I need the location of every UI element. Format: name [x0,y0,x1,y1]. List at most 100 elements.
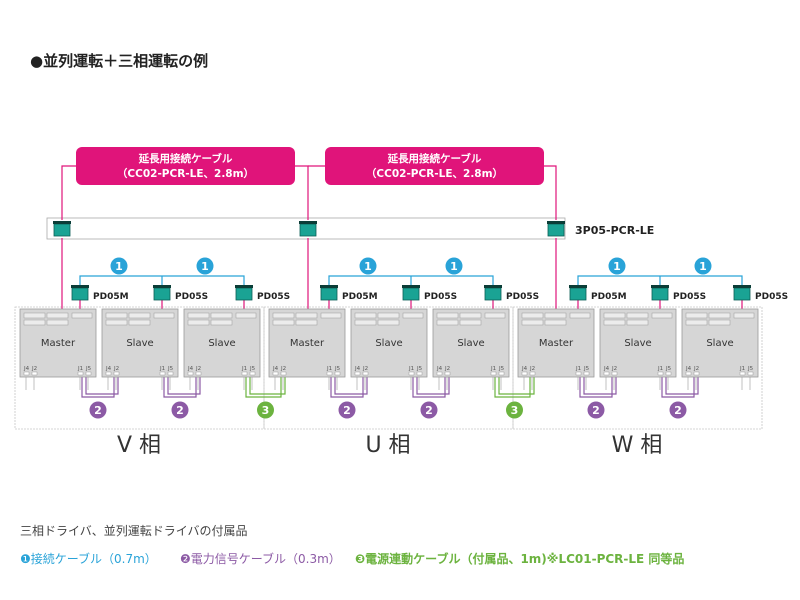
jack [408,371,415,376]
jack-label-j4: J4 [23,366,30,372]
driver-port [603,312,626,319]
jack-label-j2: J2 [693,366,699,372]
connector-cap [569,285,587,288]
ext-cable-box [325,147,544,185]
jack [739,371,746,376]
badge-circle [110,257,128,275]
badge-circle [257,401,274,419]
jack [747,371,754,376]
driver-port [71,312,93,319]
driver-port [128,312,151,319]
jack [23,371,30,376]
ext-cable-line2: （CC02-PCR-LE、2.8m） [117,167,254,180]
driver-port [272,312,295,319]
driver-port [272,319,295,326]
power-signal-cable [330,376,364,398]
driver-port [685,312,708,319]
diagram-title: ●並列運転＋三相運転の例 [30,52,208,70]
jack-label-j4: J4 [272,366,279,372]
driver-role-label: Slave [126,338,153,349]
driver-port [354,319,377,326]
driver-port [377,312,400,319]
connector-cap [651,285,669,288]
badge-circle [89,401,107,419]
module-PD05M: PD05M [71,285,129,302]
jack [665,371,672,376]
driver-role-label: Master [290,338,325,349]
badge-circle [196,257,214,275]
badge-number: 1 [364,260,372,273]
jack [521,371,528,376]
jack [77,371,84,376]
ext-cable-wire [544,165,557,220]
connector-body [71,287,89,301]
ext-cable-2: 延長用接続ケーブル （CC02-PCR-LE、2.8m） [325,147,544,185]
ext-cable-line2: （CC02-PCR-LE、2.8m） [366,167,503,180]
driver-port [153,312,175,319]
jack-label-j5: J5 [583,366,590,372]
connector-body [484,287,502,301]
badge-circle [445,257,463,275]
ext-cable-1: 延長用接続ケーブル （CC02-PCR-LE、2.8m） [76,147,295,185]
jack-label-j2: J2 [113,366,119,372]
jack [444,371,451,376]
driver-port [651,312,673,319]
connector-cap [547,221,565,224]
driver-port [626,312,649,319]
driver-port [521,312,544,319]
badge-circle [171,401,189,419]
driver-role-label: Master [539,338,574,349]
jack [249,371,256,376]
module-label: PD05S [673,292,706,302]
connector-body [547,223,565,237]
driver-port [436,319,459,326]
power-signal-cable [334,376,368,395]
module-PD05S: PD05S [153,285,208,302]
jack [85,371,92,376]
ext-cable-box [76,147,295,185]
power-signal-cable [665,376,699,395]
jack-label-j5: J5 [249,366,256,372]
badge-number: 3 [262,404,270,417]
jack [326,371,333,376]
jack-label-j5: J5 [334,366,341,372]
jack [603,371,610,376]
jack-label-j4: J4 [685,366,692,372]
badge-number: 2 [176,404,184,417]
connector-cap [733,285,751,288]
driver-port [459,319,482,326]
connector-body [153,287,171,301]
driver-port [544,319,567,326]
connector-body [320,287,338,301]
jack-label-j4: J4 [187,366,194,372]
jack [436,371,443,376]
driver-port [23,319,46,326]
footer-item-link-cable: ❶接続ケーブル（0.7m） [20,552,157,566]
module-label: PD05M [342,292,378,302]
module-label: PD05S [175,292,208,302]
connector-cap [235,285,253,288]
connector-body [299,223,317,237]
jack-label-j2: J2 [611,366,617,372]
connector-body [569,287,587,301]
ext-cable-wire [61,165,76,220]
driver-port [46,319,69,326]
module-PD05S: PD05S [402,285,457,302]
group-w-box [512,306,763,430]
module-PD05S: PD05S [733,285,788,302]
power-signal-cable [661,376,695,398]
jack [657,371,664,376]
jack [105,371,112,376]
driver-port [210,312,233,319]
connector-cap [484,285,502,288]
jack-label-j5: J5 [416,366,423,372]
connector-cap [71,285,89,288]
connector-body [402,287,420,301]
jack [611,371,618,376]
driver-role-label: Slave [208,338,235,349]
jack-label-j1: J1 [408,366,414,372]
connector-cap [153,285,171,288]
